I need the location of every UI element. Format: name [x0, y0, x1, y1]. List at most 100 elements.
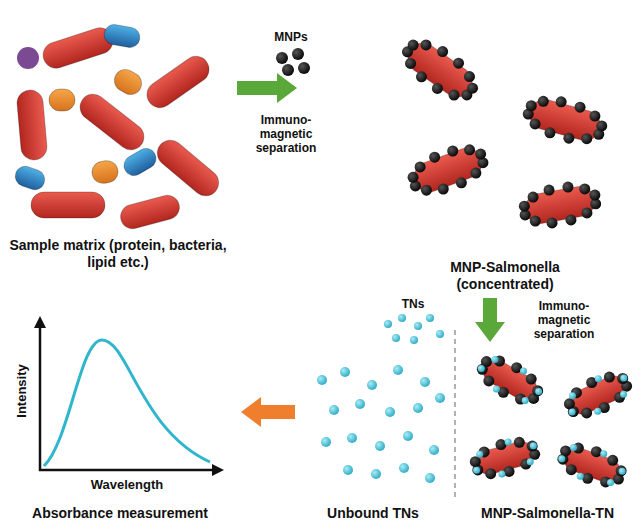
- tn-particle: [522, 397, 529, 404]
- salmonella-cell: [526, 96, 603, 144]
- tn-particle: [570, 444, 577, 451]
- bacteria-cell: [75, 89, 149, 155]
- magnetic-nanoparticle: [560, 445, 571, 456]
- magnetic-nanoparticle: [504, 466, 515, 477]
- tn-particle: [569, 392, 576, 399]
- magnetic-nanoparticle: [544, 185, 555, 196]
- salmonella-cell: [567, 372, 630, 418]
- magnetic-nanoparticle: [607, 455, 618, 466]
- tn-particle: [493, 386, 500, 393]
- magnetic-nanoparticle: [292, 48, 304, 60]
- tn-particle: [384, 320, 392, 328]
- tn-particle: [619, 468, 626, 475]
- magnetic-nanoparticle: [429, 152, 440, 163]
- tn-particle: [535, 388, 542, 395]
- tn-particle: [413, 403, 423, 413]
- magnetic-nanoparticle: [575, 102, 586, 113]
- tn-particle: [594, 408, 601, 415]
- magnetic-nanoparticle: [591, 446, 602, 457]
- tn-particle: [340, 367, 350, 377]
- salmonella-cell: [410, 144, 486, 196]
- protein-particle: [120, 145, 159, 179]
- magnetic-nanoparticle: [579, 183, 590, 194]
- magnetic-nanoparticle: [530, 118, 541, 129]
- magnetic-nanoparticle: [298, 62, 310, 74]
- salmonella-cell: [561, 444, 624, 486]
- tn-particle: [317, 375, 327, 385]
- stage-caption: MNP-Salmonella (concentrated): [430, 259, 580, 293]
- tn-particle: [595, 375, 602, 382]
- magnetic-nanoparticle: [589, 190, 600, 201]
- tn-particle: [414, 322, 422, 330]
- magnetic-nanoparticle: [453, 58, 464, 69]
- tn-particle: [393, 365, 403, 375]
- bacteria-cell: [142, 51, 214, 112]
- tn-particle: [491, 356, 498, 363]
- magnetic-nanoparticle: [456, 177, 467, 188]
- magnetic-nanoparticle: [519, 201, 530, 212]
- tn-particle: [473, 467, 480, 474]
- salmonella-cell: [402, 37, 478, 103]
- magnetic-nanoparticle: [581, 407, 592, 418]
- tn-particle: [620, 375, 627, 382]
- concentrated-stage: MNP-Salmonella (concentrated): [300, 35, 632, 295]
- reagent-label: TNs: [388, 297, 438, 311]
- tn-particle: [385, 407, 395, 417]
- tn-particle: [478, 365, 485, 372]
- process-arrow: [241, 397, 295, 427]
- tn-particle: [429, 445, 439, 455]
- magnetic-nanoparticle: [405, 58, 416, 69]
- magnetic-nanoparticle: [276, 52, 288, 64]
- magnetic-nanoparticle: [562, 182, 573, 193]
- magnetic-nanoparticle: [420, 39, 431, 50]
- process-arrow: [237, 73, 297, 103]
- magnetic-nanoparticle: [470, 168, 481, 179]
- absorbance-graph: [34, 316, 224, 476]
- tn-particle: [577, 473, 584, 480]
- magnetic-nanoparticle: [282, 64, 294, 76]
- process-arrow: [475, 298, 505, 342]
- divider-line: [454, 330, 456, 498]
- tn-particle: [530, 442, 537, 449]
- tn-particle: [321, 437, 331, 447]
- magnetic-nanoparticle: [538, 96, 549, 107]
- tn-particle: [355, 399, 365, 409]
- lipid-particle: [49, 89, 75, 111]
- magnetic-nanoparticle: [563, 133, 574, 144]
- tn-particle: [620, 391, 627, 398]
- magnetic-nanoparticle: [483, 375, 494, 386]
- tn-particle: [329, 405, 339, 415]
- magnetic-nanoparticle: [566, 464, 577, 475]
- tn-particle: [425, 473, 435, 483]
- magnetic-nanoparticle: [470, 456, 481, 467]
- bacteria-cell: [152, 135, 224, 201]
- other-particle: [17, 47, 39, 69]
- tn-particle: [420, 377, 430, 387]
- tn-particle: [403, 431, 413, 441]
- tn-particle: [426, 314, 434, 322]
- magnetic-nanoparticle: [514, 437, 525, 448]
- tn-particle: [600, 450, 607, 457]
- lipid-particle: [90, 159, 119, 185]
- tn-particle: [476, 451, 483, 458]
- tn-particle: [435, 393, 445, 403]
- stage-caption: Unbound TNs: [298, 505, 448, 522]
- unbound-stage: Unbound TNs: [298, 350, 448, 528]
- magnetic-nanoparticle: [526, 374, 537, 385]
- tn-particle: [607, 479, 614, 486]
- magnetic-nanoparticle: [526, 100, 537, 111]
- magnetic-nanoparticle: [564, 398, 575, 409]
- tn-particle: [520, 367, 527, 374]
- tn-particle: [371, 469, 381, 479]
- bacteria-cell: [16, 89, 48, 161]
- stage-caption: MNP-Salmonella-TN: [460, 505, 635, 522]
- magnetic-nanoparticle: [438, 184, 449, 195]
- magnetic-nanoparticle: [464, 71, 475, 82]
- magnetic-nanoparticle: [432, 83, 443, 94]
- magnetic-nanoparticle: [467, 83, 478, 94]
- sample-stage: Sample matrix (protein, bacteria, lipid …: [2, 5, 234, 290]
- magnetic-nanoparticle: [528, 192, 539, 203]
- magnetic-nanoparticle: [582, 473, 593, 484]
- magnetic-nanoparticle: [408, 40, 419, 51]
- edge-label: Immuno-magnetic separation: [236, 112, 336, 156]
